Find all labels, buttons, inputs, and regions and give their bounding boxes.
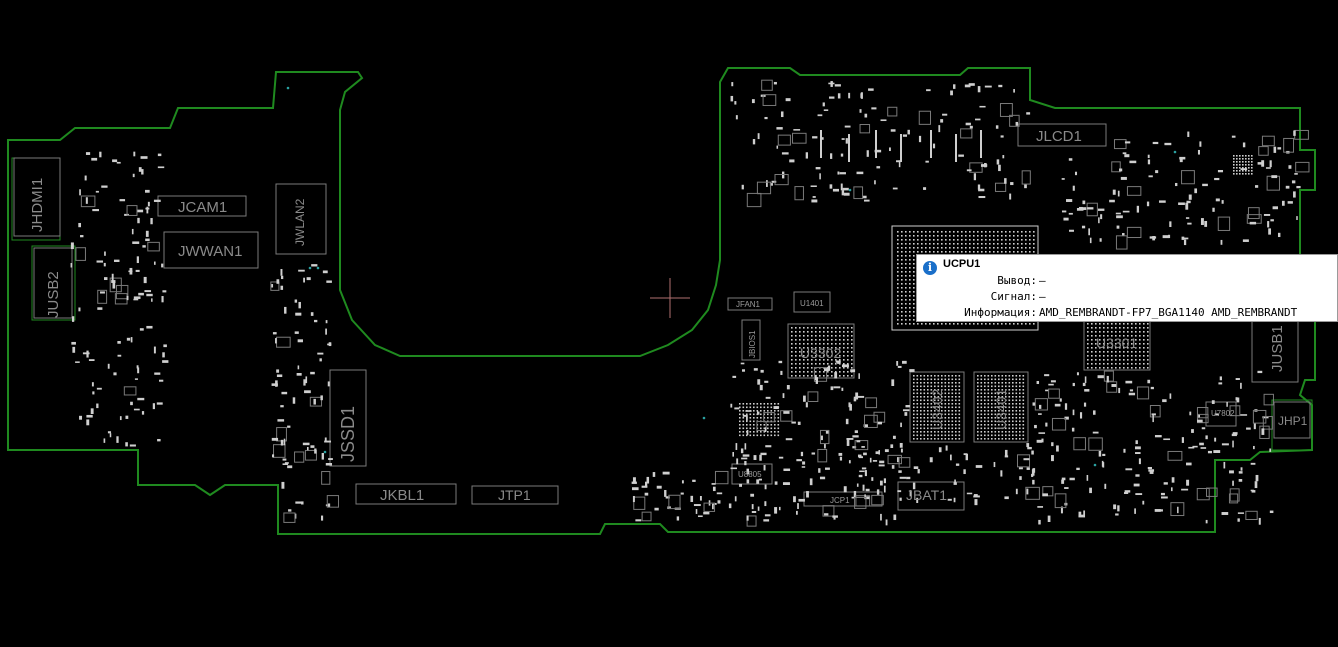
crosshair-cursor [650, 278, 690, 318]
jwlan2-label: JWLAN2 [293, 198, 307, 246]
jbios1-label: JBIOS1 [748, 330, 757, 358]
usb2-bracket-outline [31, 245, 76, 321]
jwlan2-part[interactable] [275, 183, 327, 255]
jkbl1-part[interactable] [355, 483, 457, 505]
jusb2-part[interactable] [33, 247, 73, 319]
tooltip-value: AMD_REMBRANDT-FP7_BGA1140 AMD_REMBRANDT [1039, 306, 1298, 319]
jhdmi1-label: JHDMI1 [29, 178, 46, 232]
jhdmi1-part[interactable] [13, 157, 61, 237]
jbat1-label: JBAT1 [906, 487, 947, 503]
jwwan1-part[interactable] [163, 231, 259, 269]
jlcd1-label: JLCD1 [1036, 128, 1082, 145]
jwwan1-label: JWWAN1 [178, 243, 242, 260]
jusb1-label: JUSB1 [1269, 325, 1286, 372]
jlcd1-part[interactable] [1017, 123, 1107, 147]
u8805-label: U8805 [738, 470, 762, 479]
tooltip-value: — [1039, 290, 1046, 303]
jhp1-outline [1271, 399, 1313, 451]
u3301-label: U3301 [1096, 335, 1137, 351]
tooltip-key: Сигнал: [990, 290, 1037, 303]
jhp1-label: JHP1 [1278, 414, 1308, 428]
jssd1-label: JSSD1 [338, 406, 358, 462]
info-icon: i [923, 261, 937, 275]
tooltip-row-pin: Вывод: [917, 273, 1037, 288]
tooltip-key: Вывод: [997, 274, 1037, 287]
jtp1-label: JTP1 [498, 487, 531, 503]
jfan1-part[interactable] [727, 297, 773, 311]
component-info-tooltip: i UCPU1 Вывод: — Сигнал: — Информация: A… [916, 254, 1338, 322]
jfan1-label: JFAN1 [736, 300, 761, 309]
jcam1-label: JCAM1 [178, 199, 227, 216]
u8805-part[interactable] [731, 463, 773, 485]
u3401-label: U3401 [993, 389, 1009, 430]
u3402-part[interactable] [909, 371, 965, 443]
jbios1-part[interactable] [741, 319, 761, 361]
tooltip-row-signal: Сигнал: [917, 289, 1037, 304]
jbat1-part[interactable] [897, 481, 965, 511]
jkbl1-label: JKBL1 [380, 487, 424, 504]
u7802-label: U7802 [1211, 409, 1235, 418]
jcp1-label: JCP1 [830, 496, 850, 505]
jssd1-part[interactable] [329, 369, 367, 467]
tooltip-value: — [1039, 274, 1046, 287]
u3402-label: U3402 [929, 389, 945, 430]
tooltip-key: Информация: [964, 306, 1037, 319]
u3302-label: U3302 [800, 345, 841, 361]
u1401-label: U1401 [800, 299, 824, 308]
jcam1-part[interactable] [157, 195, 247, 217]
u3302-part[interactable] [787, 323, 855, 379]
vias [286, 86, 1177, 467]
u1401-part[interactable] [793, 291, 831, 313]
jhp1-part[interactable] [1273, 401, 1311, 439]
jusb2-label: JUSB2 [45, 271, 62, 318]
tooltip-row-info: Информация: [917, 305, 1037, 320]
small-parts [70, 79, 1310, 527]
jtp1-part[interactable] [471, 485, 559, 505]
u3401-part[interactable] [973, 371, 1029, 443]
tooltip-title: UCPU1 [943, 258, 981, 270]
